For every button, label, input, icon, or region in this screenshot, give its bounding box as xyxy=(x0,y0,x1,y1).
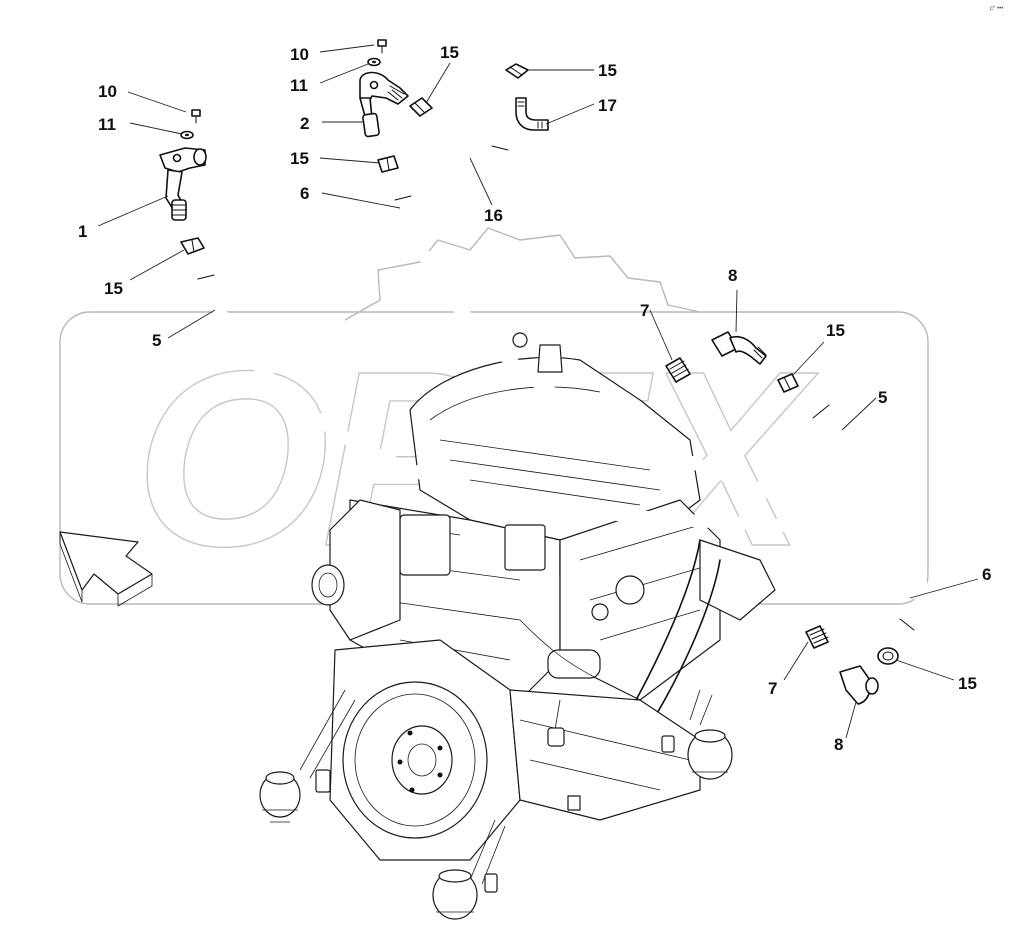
callout-15-middle: 15 xyxy=(290,149,309,168)
callout-11-middle: 11 xyxy=(290,76,308,95)
callout-5-right: 5 xyxy=(878,388,887,407)
callout-7-lower: 7 xyxy=(768,679,777,698)
adapter-7-lower xyxy=(805,625,829,649)
engine-mount-front-right xyxy=(432,819,506,920)
callout-2: 2 xyxy=(300,114,309,133)
callout-11-left: 11 xyxy=(98,115,116,134)
hose-5 xyxy=(197,274,867,535)
callout-15-right-lower: 15 xyxy=(958,674,977,693)
callout-10-middle: 10 xyxy=(290,45,309,64)
elbow-17 xyxy=(515,97,549,131)
clamp-15-middle xyxy=(377,155,399,173)
washer-11-middle xyxy=(367,57,381,67)
callout-labels: 10 11 2 15 15 6 15 17 16 10 11 1 15 5 8 … xyxy=(78,43,991,754)
callout-15-right-upper: 15 xyxy=(826,321,845,340)
leader-lines xyxy=(97,44,979,739)
callout-16: 16 xyxy=(484,206,503,225)
clamp-15-right-lower xyxy=(877,647,899,665)
engine-mount-rear-right xyxy=(661,689,733,780)
callout-10-left: 10 xyxy=(98,82,117,101)
clamp-15-top-left xyxy=(409,97,433,117)
callout-6-right: 6 xyxy=(982,565,991,584)
callout-1: 1 xyxy=(78,222,87,241)
elbow-8-lower xyxy=(839,665,879,705)
callout-7-upper: 7 xyxy=(640,301,649,320)
engine-mount-rear-left xyxy=(547,699,565,747)
watermark-gear xyxy=(344,227,701,321)
washer-11-left xyxy=(180,130,194,140)
clamp-15-top-right xyxy=(505,63,529,79)
fitting-2-bracket-pipe xyxy=(359,71,409,138)
elbow-8-upper xyxy=(711,331,767,365)
callout-8-upper: 8 xyxy=(728,266,737,285)
clamp-15-left xyxy=(180,237,205,255)
hose-6 xyxy=(394,195,928,632)
adapter-7-upper xyxy=(665,357,691,383)
callout-15-left: 15 xyxy=(104,279,123,298)
bolt-10-middle xyxy=(377,39,387,54)
callout-15-top-right: 15 xyxy=(598,61,617,80)
callout-17: 17 xyxy=(598,96,617,115)
callout-6-upper: 6 xyxy=(300,184,309,203)
callout-15-top-left: 15 xyxy=(440,43,459,62)
callout-5-left: 5 xyxy=(152,331,161,350)
callout-8-lower: 8 xyxy=(834,735,843,754)
corner-mark: c° ••• xyxy=(990,6,1003,12)
clamp-15-right-upper xyxy=(777,373,799,393)
fitting-1-bracket-pipe xyxy=(159,147,207,221)
engine-mount-front-left xyxy=(259,689,356,823)
hose-16-elbow xyxy=(433,121,509,168)
direction-arrow-icon xyxy=(59,531,153,607)
bolt-10-left xyxy=(191,109,201,124)
